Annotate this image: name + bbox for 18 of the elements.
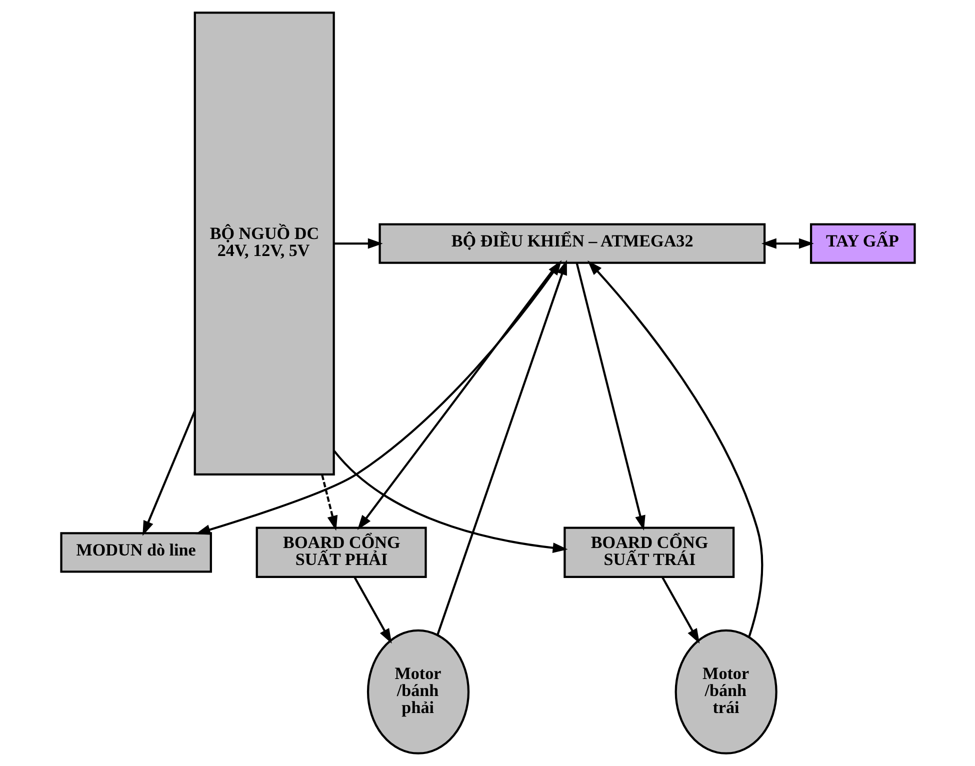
node-box: BOARD CỔNG SUẤT TRÁI xyxy=(563,526,734,578)
node-ellipse: Motor /bánh trái xyxy=(674,629,777,754)
arrow xyxy=(660,576,700,644)
node-box: MODUN dò line xyxy=(60,532,212,573)
arrow xyxy=(142,410,196,536)
node-box: BỘ ĐIỀU KHIỂN – ATMEGA32 xyxy=(378,223,766,264)
arrow xyxy=(587,260,763,638)
arrow xyxy=(575,262,645,531)
arrow xyxy=(353,576,392,644)
node-box: BỘ NGUỒ DC 24V, 12V, 5V xyxy=(193,12,334,476)
arrow xyxy=(334,238,382,249)
node-box: BOARD CỔNG SUẤT PHẢI xyxy=(255,526,426,578)
arrow xyxy=(320,474,338,531)
arrow xyxy=(332,450,568,554)
node-box: TAY GẤP xyxy=(809,223,916,264)
node-ellipse: Motor /bánh phải xyxy=(366,629,470,754)
arrow xyxy=(760,238,814,249)
arrow xyxy=(356,262,559,530)
